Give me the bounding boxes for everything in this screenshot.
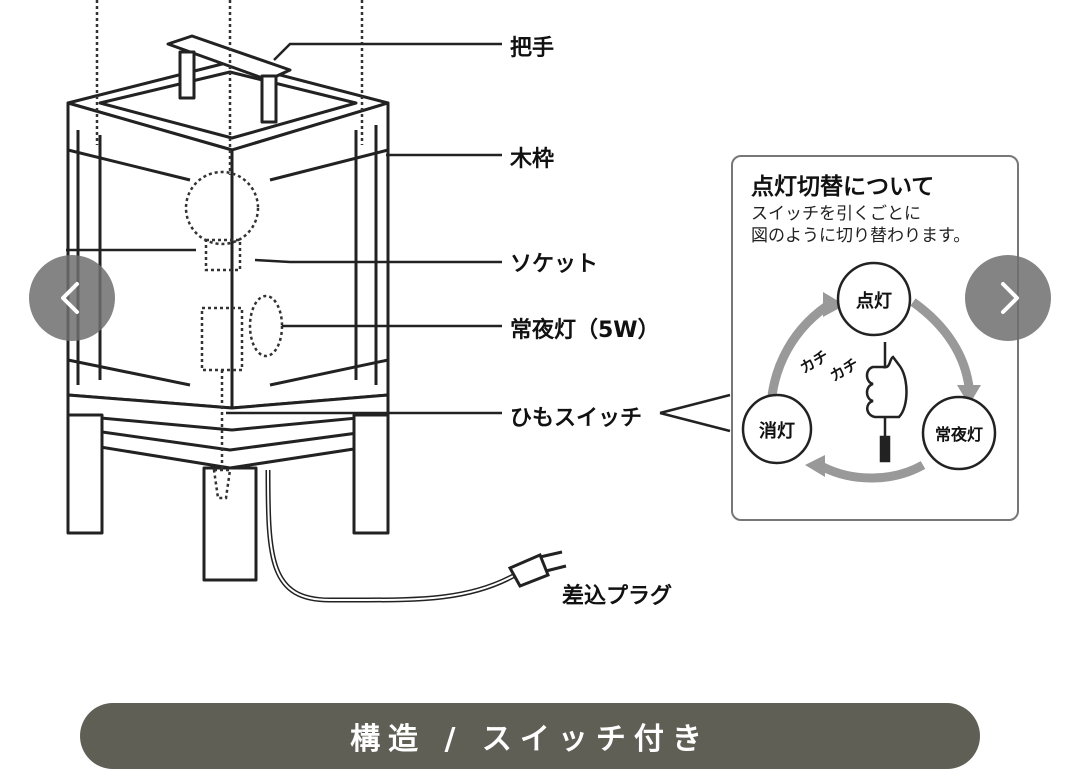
switch-info-box: 点灯切替について スイッチを引くごとに 図のように切り替わります。 点灯 消灯 … — [731, 155, 1019, 521]
label-pull-switch: ひもスイッチ — [510, 406, 643, 431]
state-circle-off — [741, 393, 813, 465]
next-slide-button[interactable] — [965, 255, 1051, 341]
chevron-left-icon — [61, 282, 79, 314]
state-circle-night — [921, 395, 997, 471]
caption-bar: 構造 / スイッチ付き — [80, 703, 980, 769]
state-circle-on — [836, 261, 912, 337]
switch-info-line-2: 図のように切り替わります。 — [751, 226, 971, 246]
label-handle: 把手 — [510, 36, 555, 61]
state-label-off: 消灯 — [759, 421, 795, 442]
lamp-structure-diagram — [66, 0, 731, 603]
switch-cycle-diagram — [741, 261, 997, 483]
hand-pull-icon — [865, 342, 908, 463]
label-plug: 差込プラグ — [562, 584, 673, 609]
state-label-night: 常夜灯 — [934, 425, 983, 444]
label-night-light: 常夜灯（5W） — [510, 318, 660, 343]
switch-info-line-1: スイッチを引くごとに — [751, 204, 921, 224]
caption-text: 構造 / スイッチ付き — [350, 722, 710, 757]
label-wood-frame: 木枠 — [510, 147, 555, 172]
chevron-right-icon — [1001, 282, 1019, 314]
switch-info-title: 点灯切替について — [751, 174, 935, 200]
prev-slide-button[interactable] — [29, 255, 115, 341]
label-socket: ソケット — [510, 252, 599, 277]
state-label-on: 点灯 — [856, 291, 892, 312]
